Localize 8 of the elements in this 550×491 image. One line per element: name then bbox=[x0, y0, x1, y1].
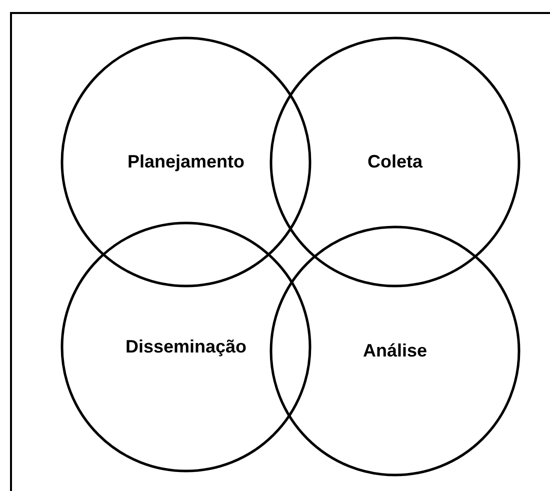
circle bbox=[270, 37, 520, 287]
circle-label: Disseminação bbox=[125, 336, 247, 358]
circle-label: Coleta bbox=[367, 152, 422, 172]
circle bbox=[270, 226, 520, 476]
circle bbox=[61, 37, 311, 287]
circle-label: Planejamento bbox=[127, 152, 245, 172]
circle-label: Análise bbox=[362, 340, 428, 362]
circle bbox=[61, 222, 311, 472]
